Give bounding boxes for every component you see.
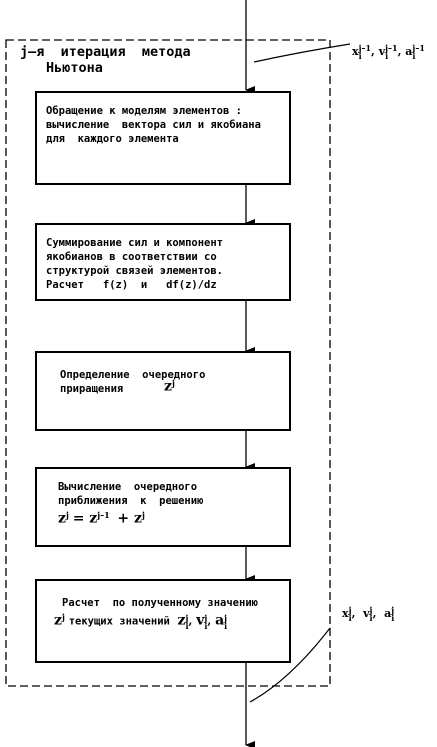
increment-var: zj xyxy=(164,378,175,395)
leader-output xyxy=(249,627,331,703)
box-increment xyxy=(35,351,291,431)
box-increment-text: Определение очередного приращения xyxy=(60,369,206,395)
box-element-models-text: Обращение к моделям элементов : вычислен… xyxy=(46,105,261,145)
box-summation xyxy=(35,223,291,301)
box-approximation-text: Вычисление очередного приближения к реше… xyxy=(58,481,204,507)
approximation-equation: zj = zj–1 + zj xyxy=(58,510,145,527)
box-current-values xyxy=(35,579,291,663)
leader-input xyxy=(253,43,351,63)
frame-title: j–я итерация метода Ньютона xyxy=(20,44,191,76)
box-element-models xyxy=(35,91,291,185)
box-approximation xyxy=(35,467,291,547)
box-summation-text: Суммирование сил и компонент якобианов в… xyxy=(46,237,224,291)
box-current-values-text: Расчет по полученному значению xyxy=(62,597,258,609)
iteration-frame xyxy=(5,39,331,687)
